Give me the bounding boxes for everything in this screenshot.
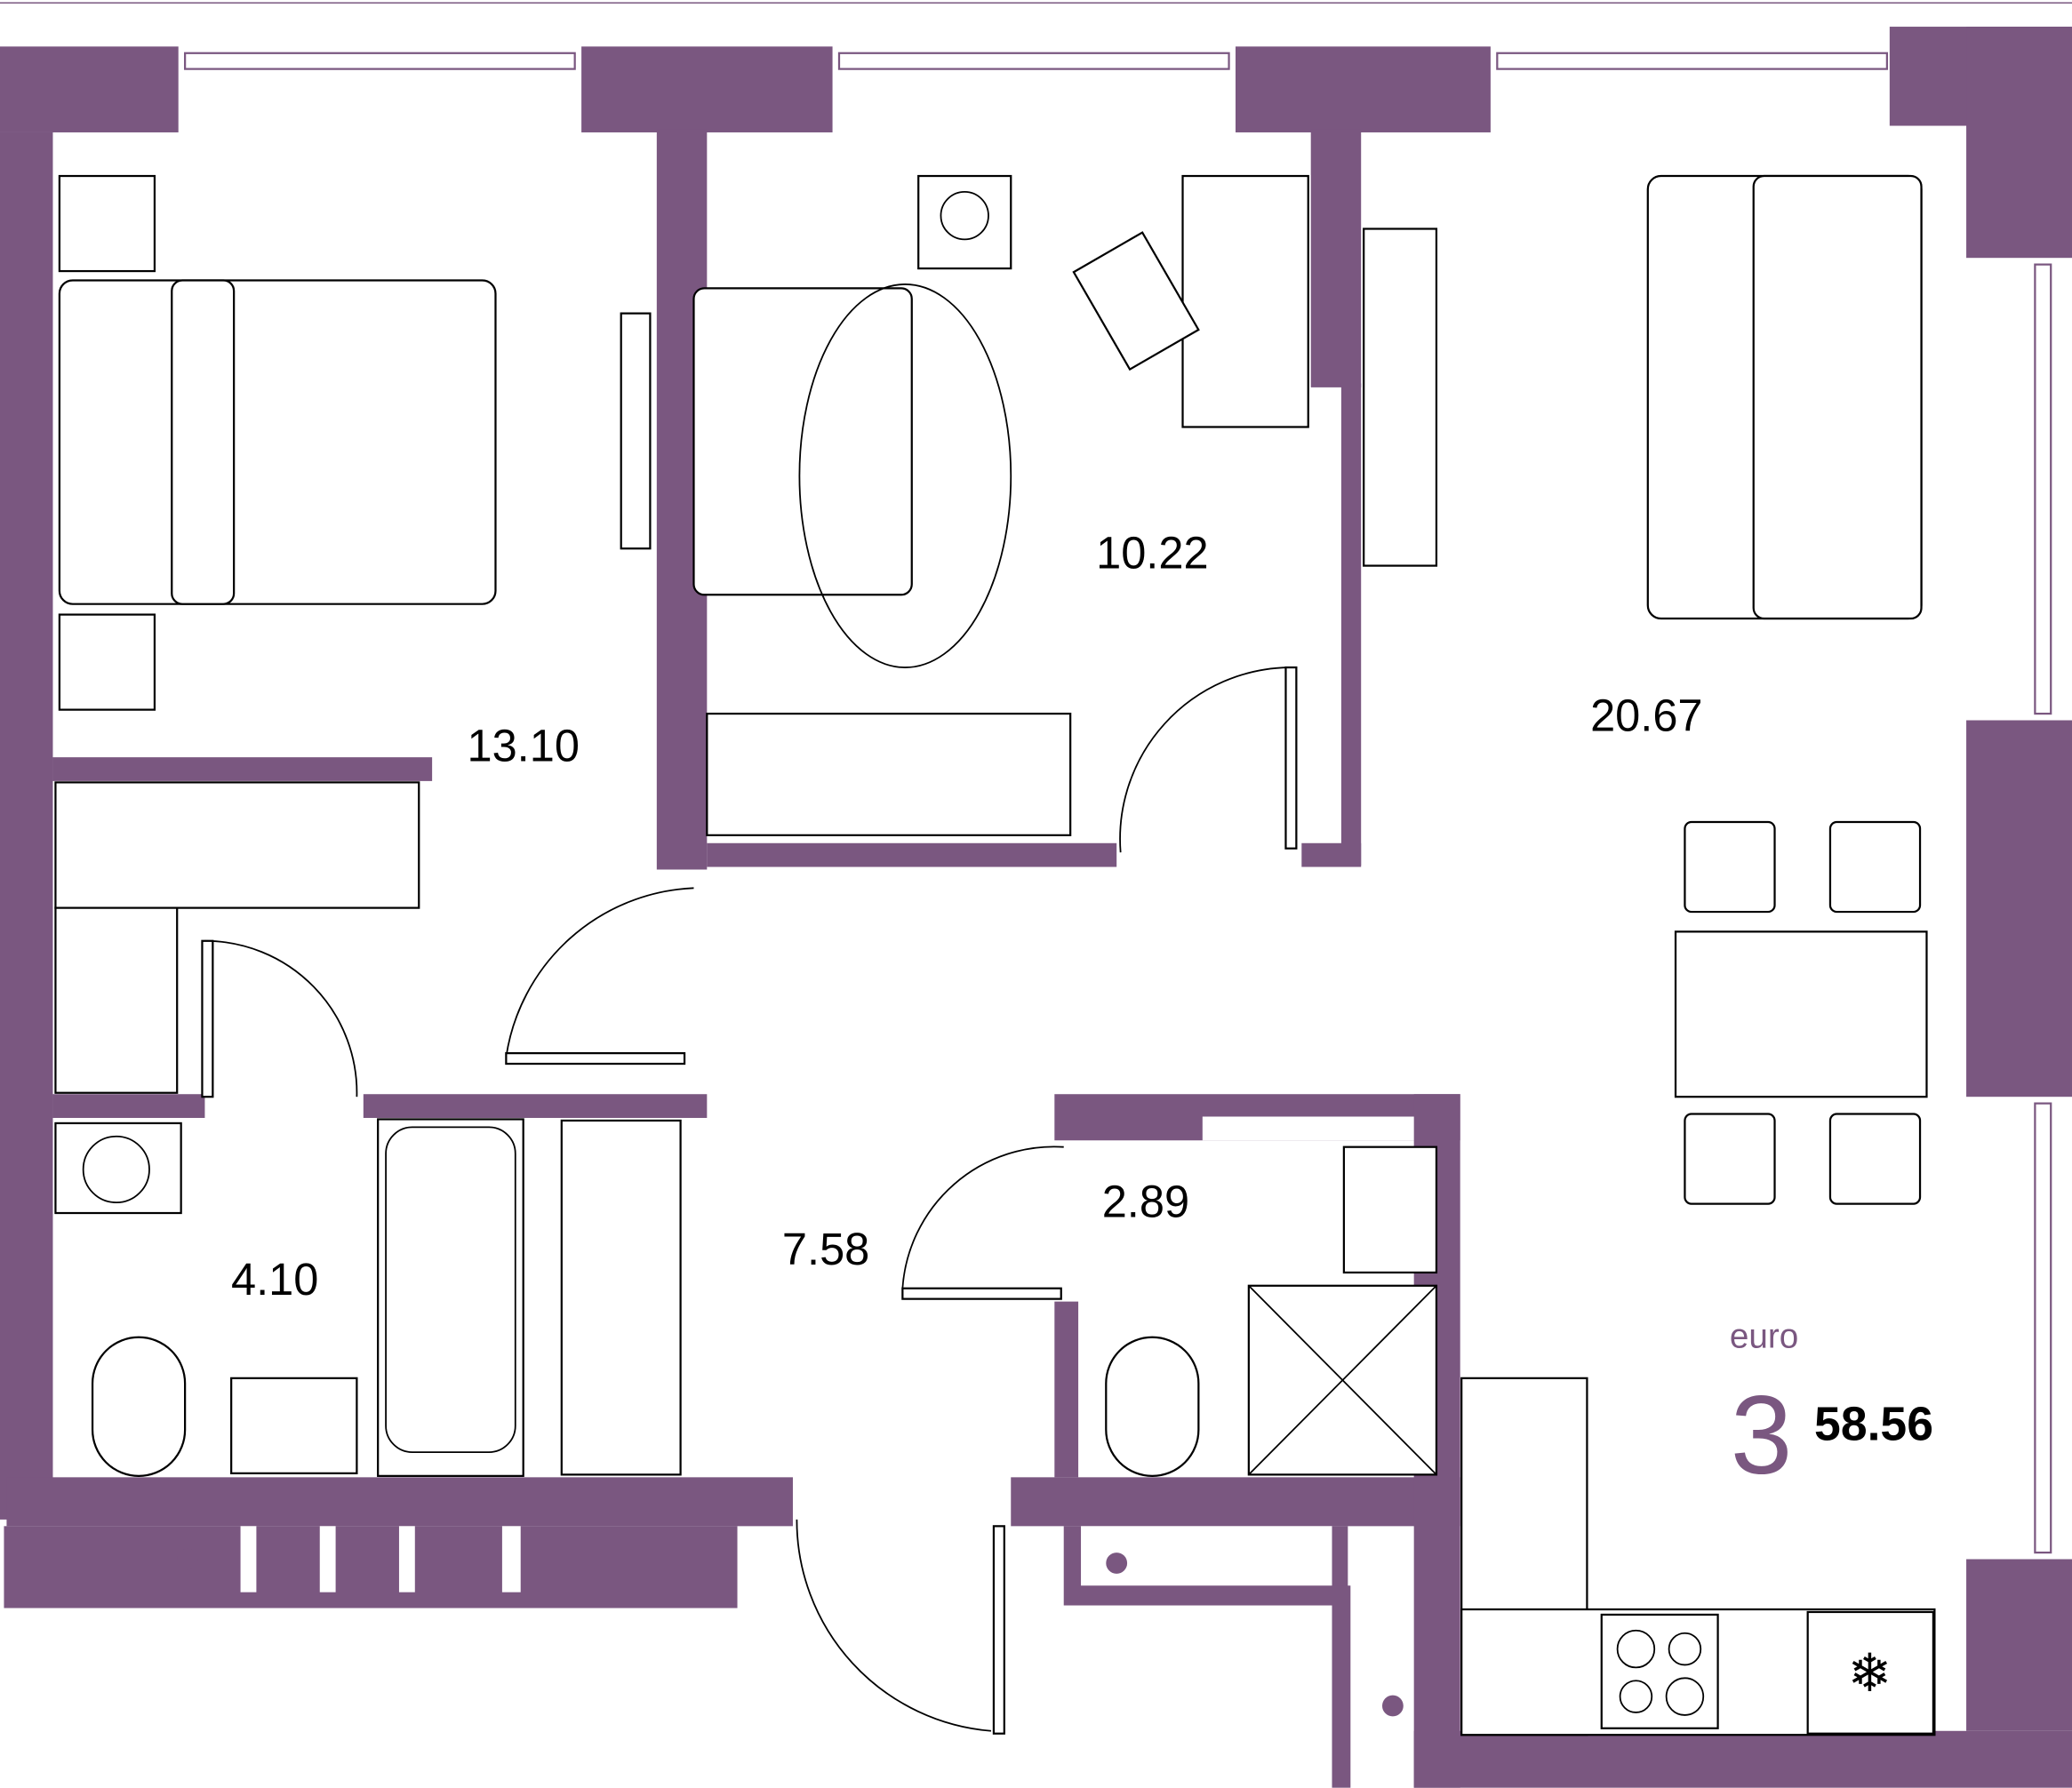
toilet [91,1336,187,1477]
sink [1342,1145,1438,1274]
desk [1181,174,1309,428]
furniture: ❄ [54,174,1936,1736]
stove [1600,1613,1719,1729]
doors [201,666,1298,1735]
snowflake-icon: ❄ [1848,1643,1892,1704]
room-area-shower-room: 2.89 [1102,1176,1189,1226]
walls [0,27,2072,1788]
fridge [1806,1610,1935,1735]
room-area-living-kitchen: 20.67 [1590,690,1702,740]
tv-stand [1363,227,1438,567]
room-area-bathroom: 4.10 [231,1254,318,1305]
washing-machine [54,1121,182,1215]
wardrobe [706,712,1072,836]
room-area-hallway: 7.58 [782,1224,869,1274]
dining-table [1674,930,1928,1098]
nightstand [58,174,156,273]
total-area: 58.56 [1814,1399,1933,1451]
toilet [1105,1336,1200,1477]
bathtub [377,1118,524,1477]
labels: 13.10 10.22 20.67 4.10 7.58 2.89 euro 3 … [231,528,1933,1497]
wardrobe [54,781,420,909]
room-area-bedroom-2: 10.22 [1096,528,1208,579]
sink [230,1377,358,1474]
room-count: 3 [1731,1374,1792,1497]
room-area-bedroom-1: 13.10 [467,721,579,771]
apartment-type-label: euro [1730,1318,1798,1356]
windows [0,2,2072,1554]
double-bed [58,279,497,605]
single-bed [692,287,913,596]
nightstand [58,613,156,711]
